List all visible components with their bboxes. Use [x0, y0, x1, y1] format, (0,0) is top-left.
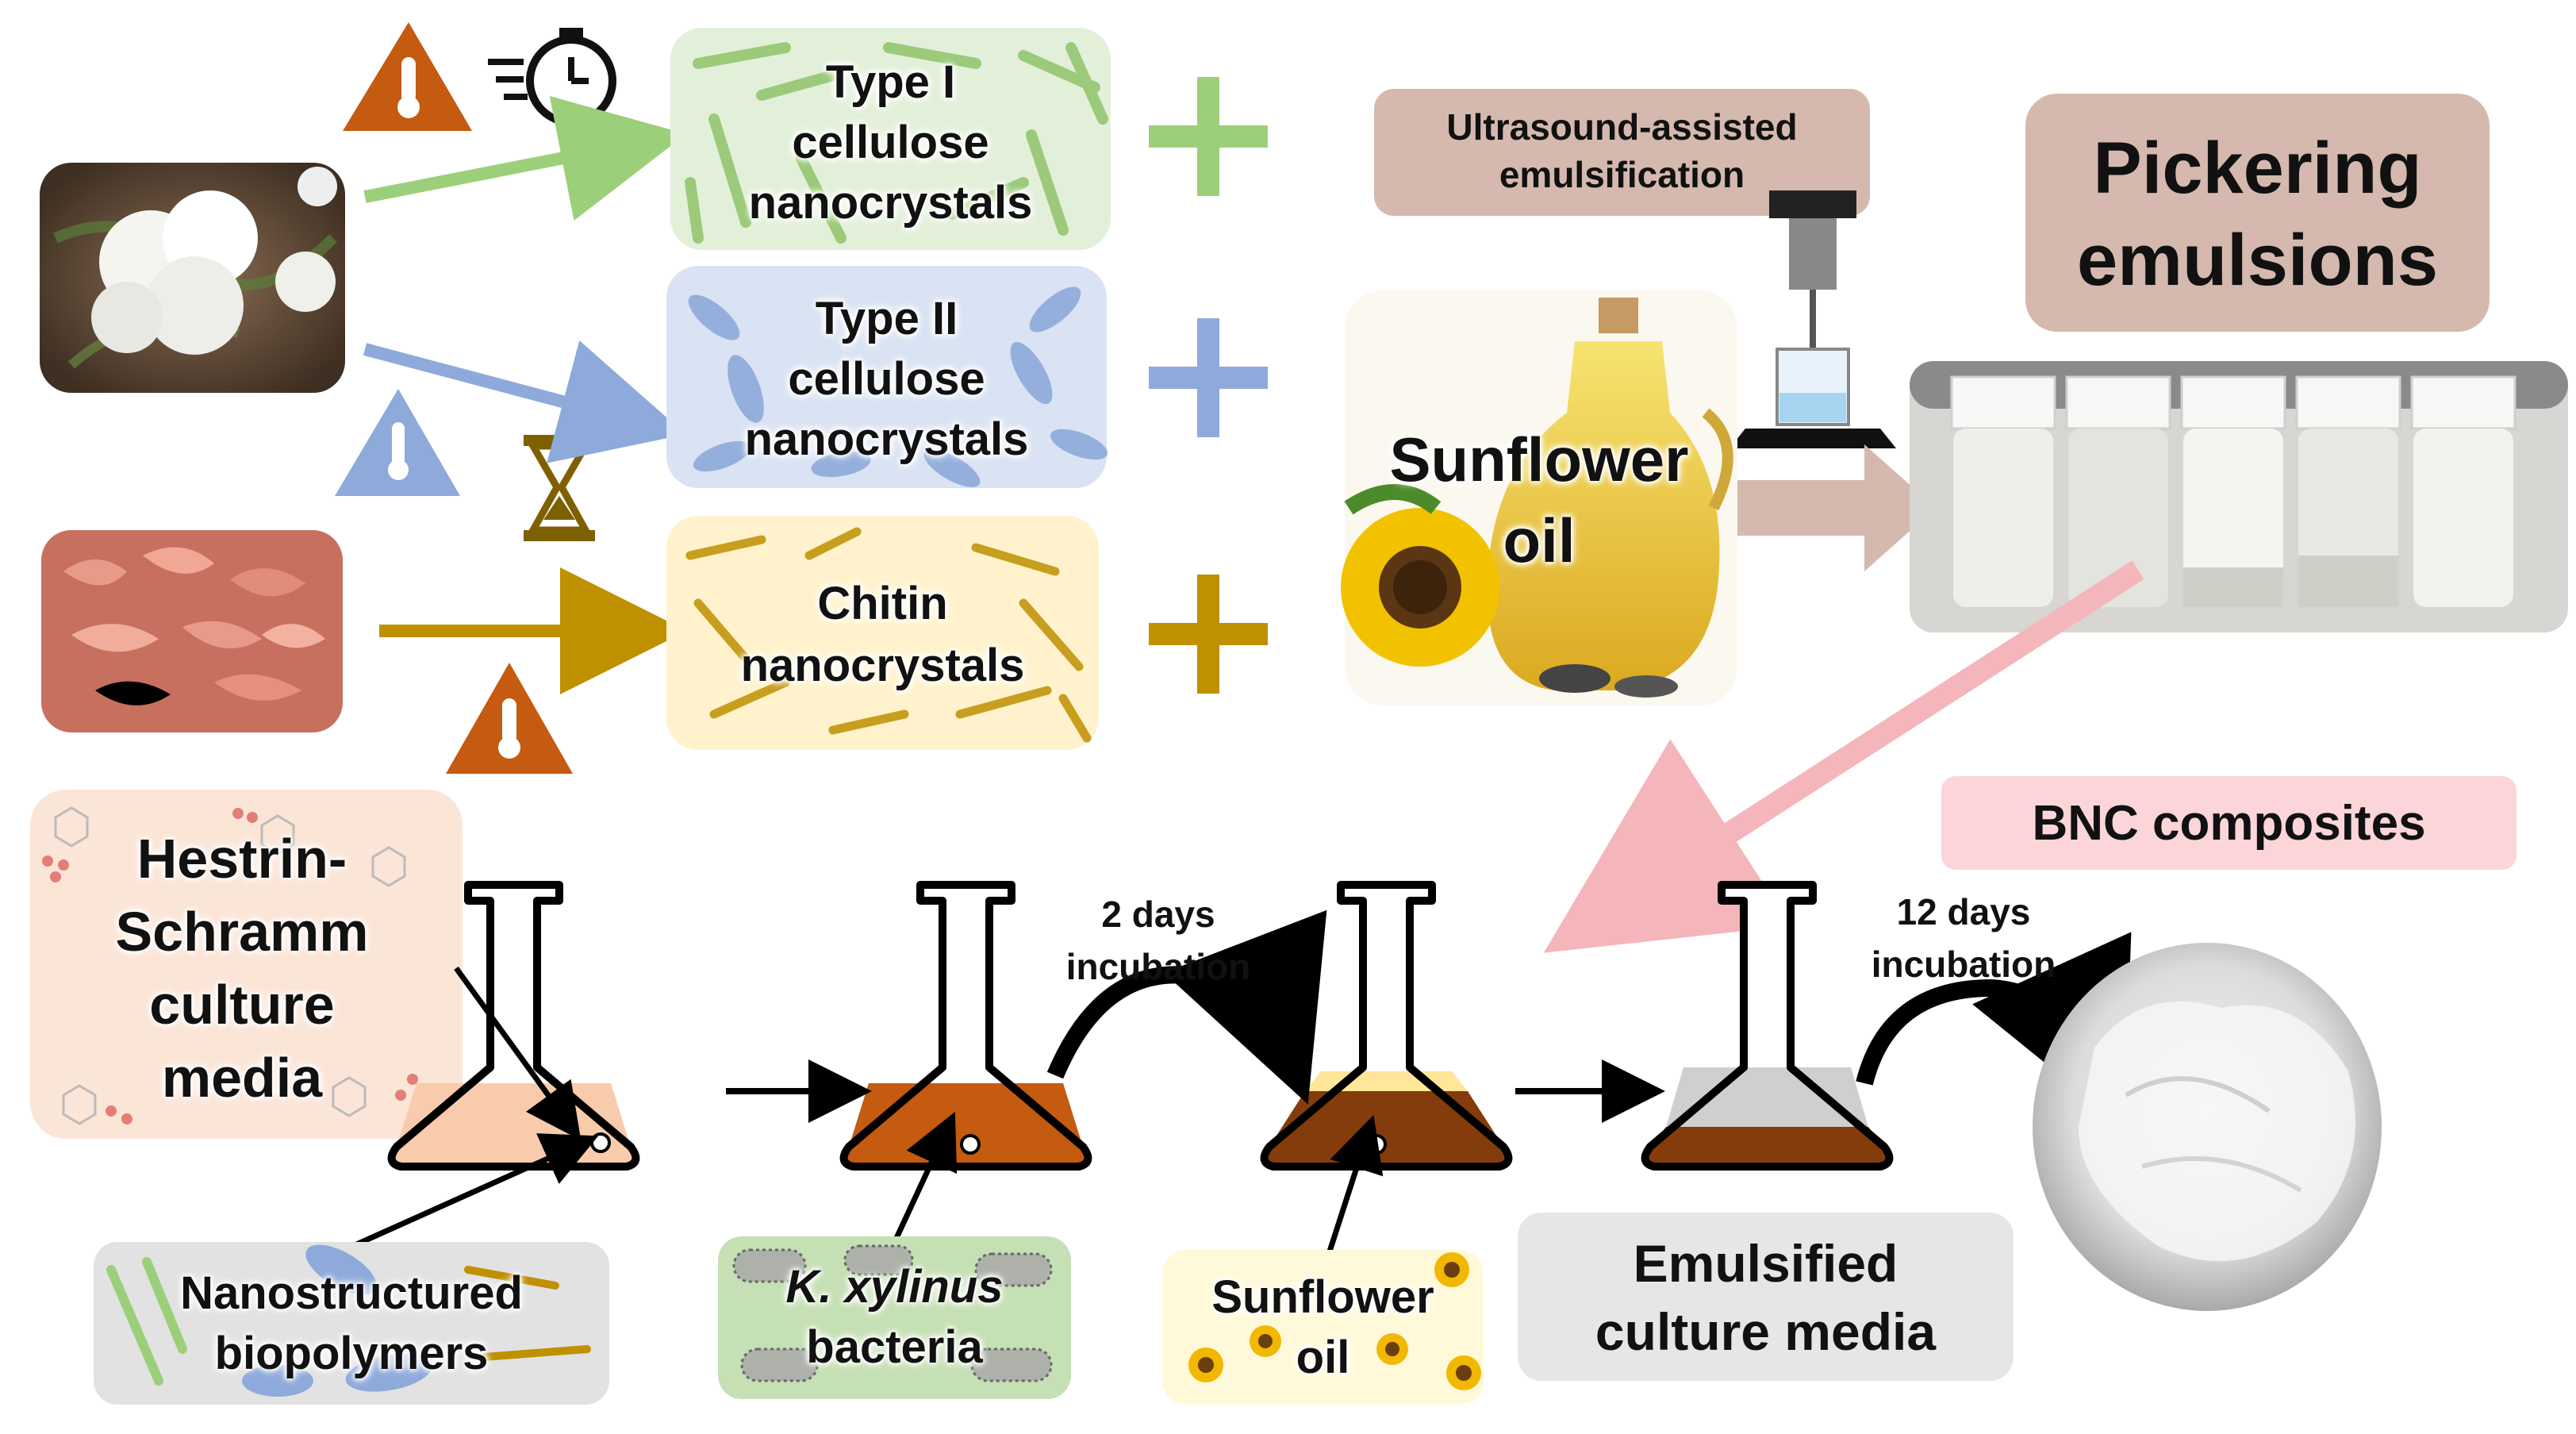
bacteria-line-1: K. xylinus [785, 1261, 1004, 1313]
bacteria-label: K. xylinus bacteria [718, 1250, 1071, 1385]
ultrasound-label: Ultrasound-assisted emulsification [1374, 95, 1870, 206]
sunflower-small-line-2: oil [1296, 1331, 1350, 1383]
arrow-oil-pickering [1737, 444, 1936, 571]
chitin-line-1: Chitin [817, 578, 948, 629]
plus-icon [1149, 77, 1268, 196]
bacteria-line-2: bacteria [806, 1321, 983, 1373]
warning-thermometer-icon [335, 389, 460, 496]
hestrin-line-2: Schramm [115, 901, 369, 963]
ultrasound-box [1374, 89, 1870, 216]
sonicator-icon [1729, 190, 1896, 448]
type1-line-1: Type I [825, 56, 956, 108]
sunflower-oil-label: Sunflower oil [1349, 417, 1729, 583]
hestrin-line-3: culture [149, 974, 335, 1036]
chitin-line-2: nanocrystals [740, 640, 1025, 691]
type2-box [666, 266, 1108, 488]
incubation-arrow-1 [1046, 909, 1327, 1105]
sunflower-small-label: Sunflower oil [1162, 1262, 1484, 1393]
pickering-vials-photo [1910, 361, 2568, 632]
bacteria-box [718, 1236, 1071, 1399]
arrow-cotton-type1 [363, 95, 687, 221]
type1-line-3: nanocrystals [748, 177, 1033, 229]
hestrin-box [30, 790, 463, 1139]
bnc-composites-label: BNC composites [1941, 776, 2516, 870]
incubation-2-line-1: 12 days [1896, 891, 2031, 932]
sunflower-oil-line-1: Sunflower [1389, 425, 1689, 494]
nanostructured-box [94, 1242, 609, 1405]
emulsified-box [1518, 1213, 2014, 1381]
plus-icon [1149, 318, 1268, 437]
sunflower-oil-line-2: oil [1503, 506, 1576, 575]
type2-line-3: nanocrystals [744, 413, 1029, 465]
warning-thermometer-icon [343, 22, 472, 131]
ultrasound-line-2: emulsification [1499, 154, 1745, 195]
pointer-hestrin [454, 966, 582, 1141]
pickering-box [2025, 94, 2490, 332]
flask-4 [1641, 881, 1894, 1171]
nanostructured-label: Nanostructured biopolymers [94, 1254, 609, 1393]
chitin-label: Chitin nanocrystals [666, 571, 1099, 698]
incubation-1-line-1: 2 days [1101, 894, 1215, 935]
ultrasound-line-1: Ultrasound-assisted [1446, 106, 1798, 148]
bnc-composites-text: BNC composites [2032, 795, 2426, 851]
arrow-cotton-type2 [363, 340, 686, 463]
sunflower-small-box [1162, 1250, 1484, 1405]
warning-thermometer-icon [446, 663, 573, 774]
pickering-label: Pickering emulsions [2025, 111, 2490, 317]
pointer-bacteria [893, 1111, 958, 1240]
emulsified-line-1: Emulsified [1633, 1234, 1898, 1293]
plus-icon [1149, 575, 1268, 694]
type1-box [670, 28, 1111, 250]
type2-label: Type II cellulose nanocrystals [666, 282, 1107, 476]
pickering-line-2: emulsions [2076, 220, 2438, 301]
arrow-pickering-bnc [1543, 560, 2144, 953]
type2-line-2: cellulose [788, 352, 985, 405]
hestrin-line-4: media [161, 1047, 323, 1109]
type1-line-2: cellulose [792, 117, 989, 168]
emulsified-label: Emulsified culture media [1518, 1222, 2014, 1373]
chitin-box [666, 516, 1099, 750]
sunflower-oil-photo [1341, 290, 1737, 706]
pointer-sunflower [1326, 1115, 1384, 1255]
bnc-box [1941, 776, 2516, 870]
stopwatch-icon [488, 28, 616, 126]
flask-2 [839, 881, 1092, 1171]
nanostructured-line-2: biopolymers [214, 1327, 489, 1379]
shrimp-photo [41, 530, 343, 732]
sunflower-small-line-1: Sunflower [1211, 1271, 1434, 1323]
hestrin-line-1: Hestrin- [136, 828, 347, 890]
incubation-1-line-2: incubation [1065, 946, 1251, 987]
emulsified-line-2: culture media [1595, 1302, 1937, 1361]
nanostructured-line-1: Nanostructured [180, 1267, 523, 1319]
flask-3 [1260, 881, 1513, 1171]
cotton-photo [40, 163, 345, 393]
type1-label: Type I cellulose nanocrystals [670, 44, 1111, 242]
incubation-2-line-2: incubation [1871, 944, 2056, 985]
hourglass-icon [524, 435, 595, 541]
pickering-line-1: Pickering [2093, 128, 2422, 209]
hestrin-label: Hestrin- Schramm culture media [36, 817, 448, 1119]
pointer-nanostructured [351, 1133, 599, 1249]
incubation-2-label: 12 days incubation [1837, 882, 2090, 994]
incubation-1-label: 2 days incubation [1031, 885, 1285, 996]
type2-line-1: Type II [815, 292, 958, 344]
bnc-photo [2033, 943, 2382, 1311]
